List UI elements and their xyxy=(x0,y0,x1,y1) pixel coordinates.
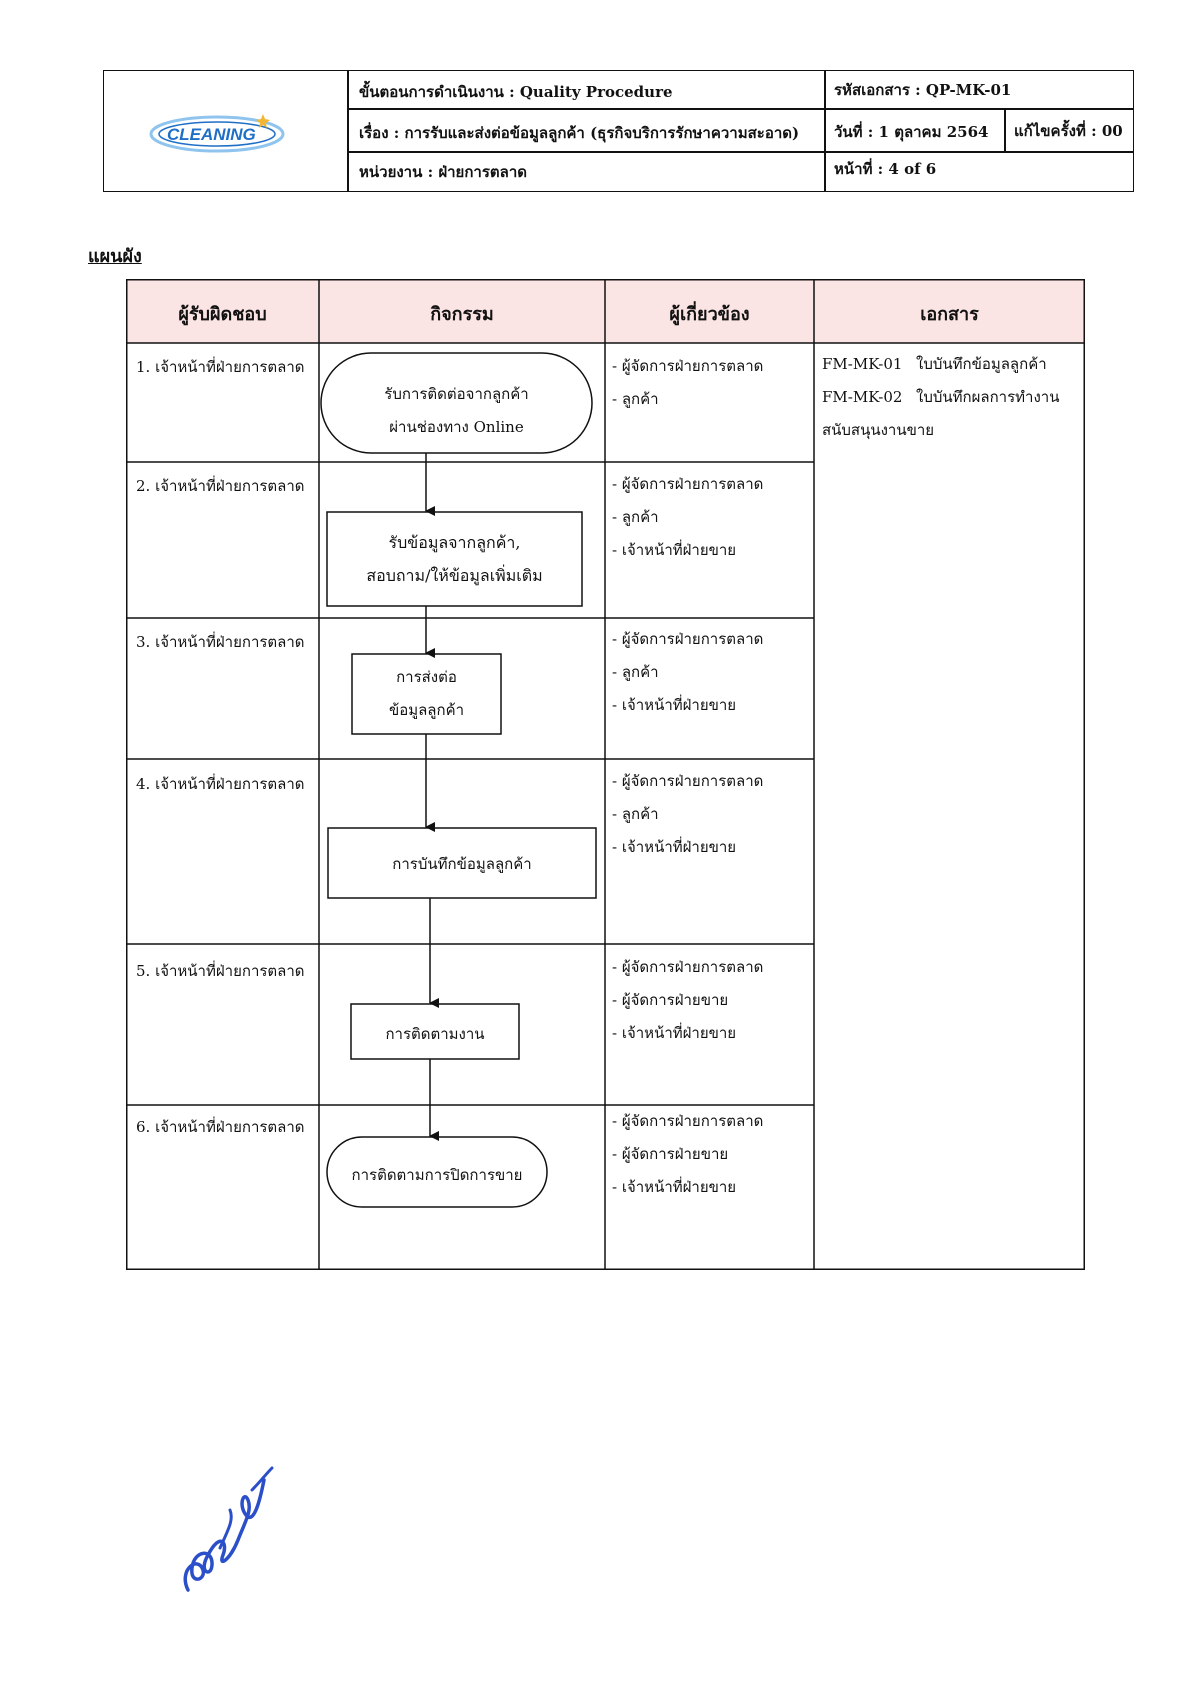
document-code: FM-MK-01 xyxy=(822,355,903,373)
related-item: - ผู้จัดการฝ่ายการตลาด xyxy=(612,772,764,790)
related-item: - ลูกค้า xyxy=(612,663,659,681)
related-list-4: - ผู้จัดการฝ่ายการตลาด - ลูกค้า - เจ้าหน… xyxy=(612,765,763,864)
responsible-row-1: 1. เจ้าหน้าที่ฝ่ายการตลาด xyxy=(136,358,305,376)
procedure-label: ขั้นตอนการดำเนินงาน : Quality Procedure xyxy=(359,83,673,101)
responsible-row-4: 4. เจ้าหน้าที่ฝ่ายการตลาด xyxy=(136,775,305,793)
company-logo: CLEANING xyxy=(145,108,295,158)
related-list-1: - ผู้จัดการฝ่ายการตลาด - ลูกค้า xyxy=(612,350,763,416)
header-divider xyxy=(1004,108,1006,151)
document-name: ใบบันทึกข้อมูลลูกค้า xyxy=(916,355,1047,373)
responsible-row-2: 2. เจ้าหน้าที่ฝ่ายการตลาด xyxy=(136,477,305,495)
related-list-6: - ผู้จัดการฝ่ายการตลาด - ผู้จัดการฝ่ายขา… xyxy=(612,1105,763,1204)
document-entry: FM-MK-01 ใบบันทึกข้อมูลลูกค้า xyxy=(822,348,1080,381)
responsible-row-5: 5. เจ้าหน้าที่ฝ่ายการตลาด xyxy=(136,962,305,980)
responsible-row-3: 3. เจ้าหน้าที่ฝ่ายการตลาด xyxy=(136,633,305,651)
process-box-2 xyxy=(326,511,583,607)
revision-number: แก้ไขครั้งที่ : 00 xyxy=(1014,122,1123,140)
activity-node-5-label: การติดตามงาน xyxy=(385,1025,485,1043)
flowchart-grid xyxy=(126,279,1085,1270)
process-box-4 xyxy=(327,827,597,899)
column-header-related: ผู้เกี่ยวข้อง xyxy=(669,304,750,325)
activity-node-1-line-1: รับการติดต่อจากลูกค้า xyxy=(384,385,529,403)
document-entry: FM-MK-02 ใบบันทึกผลการทำงาน xyxy=(822,381,1080,414)
signature xyxy=(168,1460,278,1600)
related-item: - ผู้จัดการฝ่ายการตลาด xyxy=(612,475,764,493)
document-code: รหัสเอกสาร : QP-MK-01 xyxy=(834,81,1012,99)
activity-node-6-label: การติดตามการปิดการขาย xyxy=(351,1166,523,1184)
related-item: - เจ้าหน้าที่ฝ่ายขาย xyxy=(612,1178,737,1196)
activity-node-1-line-2: ผ่านช่องทาง Online xyxy=(389,418,524,436)
document-code: FM-MK-02 xyxy=(822,388,903,406)
related-item: - เจ้าหน้าที่ฝ่ายขาย xyxy=(612,838,737,856)
related-item: - ผู้จัดการฝ่ายการตลาด xyxy=(612,1112,764,1130)
responsible-row-6: 6. เจ้าหน้าที่ฝ่ายการตลาด xyxy=(136,1118,305,1136)
activity-node-3-line-2: ข้อมูลลูกค้า xyxy=(388,701,465,719)
related-item: - ผู้จัดการฝ่ายขาย xyxy=(612,1145,729,1163)
related-item: - ลูกค้า xyxy=(612,390,659,408)
related-item: - เจ้าหน้าที่ฝ่ายขาย xyxy=(612,696,737,714)
page-number: หน้าที่ : 4 of 6 xyxy=(834,160,937,178)
related-item: - ลูกค้า xyxy=(612,508,659,526)
related-list-5: - ผู้จัดการฝ่ายการตลาด - ผู้จัดการฝ่ายขา… xyxy=(612,951,763,1050)
related-item: - เจ้าหน้าที่ฝ่ายขาย xyxy=(612,541,737,559)
activity-node-2-line-1: รับข้อมูลจากลูกค้า, xyxy=(388,533,521,552)
document-name: ใบบันทึกผลการทำงาน xyxy=(916,388,1060,406)
activity-node-4-label: การบันทึกข้อมูลลูกค้า xyxy=(392,855,532,873)
document-name: สนับสนุนงานขาย xyxy=(822,421,935,439)
activity-node-3-label: การส่งต่อ ข้อมูลลูกค้า xyxy=(352,661,501,727)
logo-text: CLEANING xyxy=(167,125,256,144)
column-header-responsible: ผู้รับผิดชอบ xyxy=(178,304,267,325)
document-subject: เรื่อง : การรับและส่งต่อข้อมูลลูกค้า (ธุ… xyxy=(359,124,800,142)
related-list-3: - ผู้จัดการฝ่ายการตลาด - ลูกค้า - เจ้าหน… xyxy=(612,623,763,722)
documents-list: FM-MK-01 ใบบันทึกข้อมูลลูกค้า FM-MK-02 ใบบ… xyxy=(822,348,1080,447)
column-header-documents: เอกสาร xyxy=(920,304,979,325)
activity-node-3-line-1: การส่งต่อ xyxy=(396,668,457,686)
effective-date: วันที่ : 1 ตุลาคม 2564 xyxy=(834,123,989,141)
related-item: - เจ้าหน้าที่ฝ่ายขาย xyxy=(612,1024,737,1042)
related-list-2: - ผู้จัดการฝ่ายการตลาด - ลูกค้า - เจ้าหน… xyxy=(612,468,763,567)
column-header-activity: กิจกรรม xyxy=(430,304,494,325)
related-item: - ลูกค้า xyxy=(612,805,659,823)
flowchart-table: ผู้รับผิดชอบ กิจกรรม ผู้เกี่ยวข้อง เอกสา… xyxy=(126,279,1085,1270)
related-item: - ผู้จัดการฝ่ายการตลาด xyxy=(612,630,764,648)
related-item: - ผู้จัดการฝ่ายการตลาด xyxy=(612,958,764,976)
activity-node-2-line-2: สอบถาม/ให้ข้อมูลเพิ่มเติม xyxy=(366,566,543,585)
header-divider xyxy=(347,151,1133,153)
document-entry: สนับสนุนงานขาย xyxy=(822,414,1080,447)
start-terminator xyxy=(320,352,593,454)
document-header xyxy=(103,70,1134,192)
section-title: แผนผัง xyxy=(88,246,142,267)
department: หน่วยงาน : ฝ่ายการตลาด xyxy=(359,163,527,181)
related-item: - ผู้จัดการฝ่ายขาย xyxy=(612,991,729,1009)
activity-node-1-label: รับการติดต่อจากลูกค้า ผ่านช่องทาง Online xyxy=(321,378,592,444)
related-item: - ผู้จัดการฝ่ายการตลาด xyxy=(612,357,764,375)
header-divider xyxy=(824,70,826,191)
header-divider xyxy=(347,70,349,191)
activity-node-2-label: รับข้อมูลจากลูกค้า, สอบถาม/ให้ข้อมูลเพิ่… xyxy=(327,526,582,592)
header-divider xyxy=(347,108,1133,110)
